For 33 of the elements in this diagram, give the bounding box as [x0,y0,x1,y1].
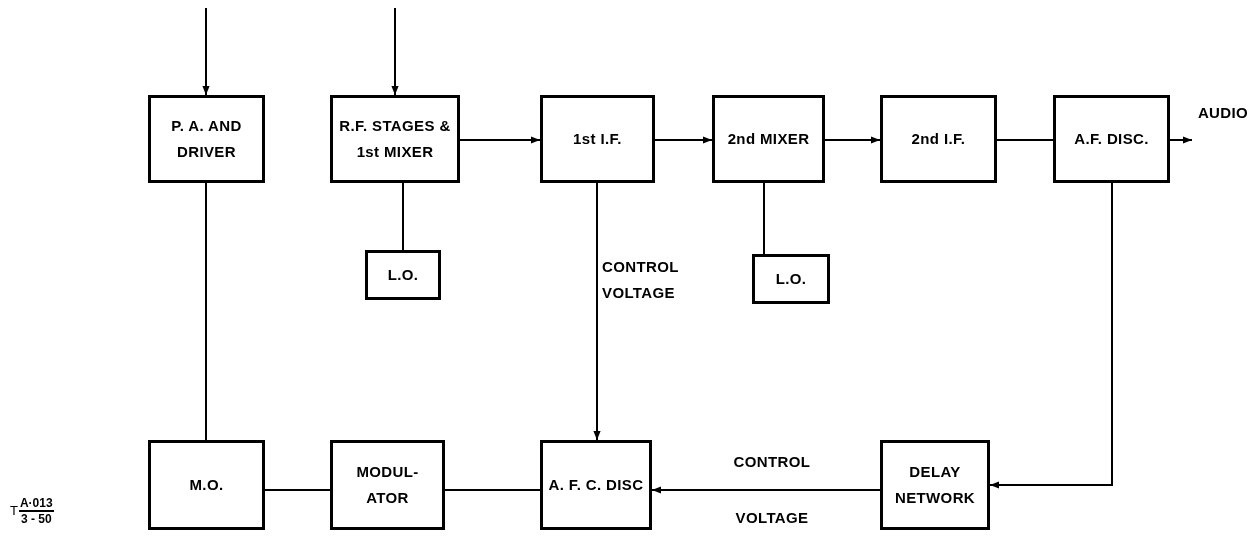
arrow [651,486,881,494]
arrow [1169,136,1193,144]
block-box: P. A. AND DRIVER [148,95,265,183]
block-box: R.F. STAGES & 1st MIXER [330,95,460,183]
connector-line [763,182,765,255]
connector-line [996,139,1054,141]
block-box: M.O. [148,440,265,530]
block-box: 1st I.F. [540,95,655,183]
connector-line [444,489,541,491]
block-box: A. F. C. DISC [540,440,652,530]
drawing-reference: 3 - 50 [20,512,52,526]
block-box: L.O. [752,254,830,304]
output-label: AUDIO [1192,100,1254,150]
arrow [459,136,541,144]
edge-label: CONTROL VOLTAGE [732,452,812,528]
drawing-reference: A·013 [18,496,54,512]
edge-label: CONTROL VOLTAGE [602,257,680,303]
block-box: MODUL- ATOR [330,440,445,530]
connector-line [402,182,404,251]
block-box: 2nd I.F. [880,95,997,183]
block-box: L.O. [365,250,441,300]
drawing-reference: T [10,502,18,521]
arrow [654,136,713,144]
arrow [824,136,881,144]
arrow [202,7,210,96]
block-box: 2nd MIXER [712,95,825,183]
arrow [593,182,601,441]
connector-line [205,182,207,441]
arrow [989,182,1113,489]
connector-line [264,489,331,491]
block-box: A.F. DISC. [1053,95,1170,183]
arrow [391,7,399,96]
block-box: DELAY NETWORK [880,440,990,530]
